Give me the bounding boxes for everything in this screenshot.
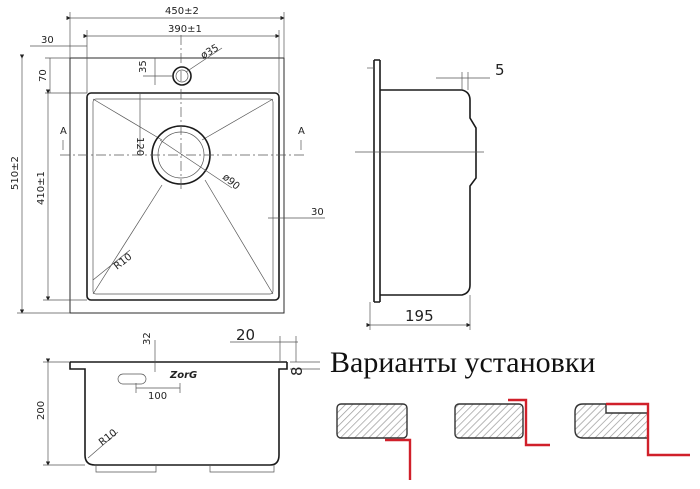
dim-overflow: 20 bbox=[236, 326, 255, 344]
install-option-flush bbox=[454, 398, 550, 447]
side-profile bbox=[373, 59, 477, 303]
install-title: Варианты установки bbox=[330, 346, 595, 379]
bowl-outer bbox=[86, 92, 280, 301]
dim-left-offset: 30 bbox=[41, 35, 54, 46]
sink-outline bbox=[69, 57, 285, 314]
front-profile bbox=[69, 361, 288, 466]
dim-offset: 100 bbox=[148, 391, 167, 402]
dim-center: 120 bbox=[134, 137, 145, 156]
dim-front-radius: R10 bbox=[97, 428, 119, 449]
bowl-inner bbox=[92, 98, 274, 295]
dim-height: 510±2 bbox=[10, 156, 21, 190]
install-option-top bbox=[574, 402, 690, 457]
top-mount-line bbox=[606, 402, 690, 457]
top-view: 450±2 390±1 30 ø35 35 70 120 ø90 30 510±… bbox=[10, 6, 325, 314]
dim-width: 450±2 bbox=[165, 6, 199, 17]
dim-inner-width: 390±1 bbox=[168, 24, 202, 35]
front-view: ZorG 32 100 20 8 200 R10 bbox=[36, 326, 320, 473]
dim-top-rim: 70 bbox=[38, 69, 49, 82]
dim-hole-offset: 35 bbox=[138, 60, 149, 73]
dim-flange: 8 bbox=[288, 366, 306, 376]
install-option-under bbox=[336, 403, 412, 480]
dim-side-flange: 5 bbox=[495, 61, 505, 79]
dim-front-height: 200 bbox=[36, 401, 47, 420]
dim-hole-diameter: ø35 bbox=[199, 43, 221, 62]
dim-thickness: 32 bbox=[142, 332, 153, 345]
under-mount-line bbox=[385, 438, 412, 480]
flush-mount-line bbox=[508, 398, 550, 447]
side-view: 5 195 bbox=[355, 59, 505, 330]
overflow-slot bbox=[117, 373, 147, 385]
section-mark-right: A bbox=[298, 126, 305, 137]
section-mark-left: A bbox=[60, 126, 67, 137]
dim-right-offset: 30 bbox=[311, 207, 324, 218]
dim-radius: R10 bbox=[112, 252, 134, 273]
brand-logo: ZorG bbox=[169, 370, 197, 381]
dim-inner-height: 410±1 bbox=[36, 171, 47, 205]
dim-side-depth: 195 bbox=[405, 307, 434, 325]
dim-drain-diameter: ø90 bbox=[220, 172, 242, 193]
tap-hole bbox=[172, 66, 192, 86]
